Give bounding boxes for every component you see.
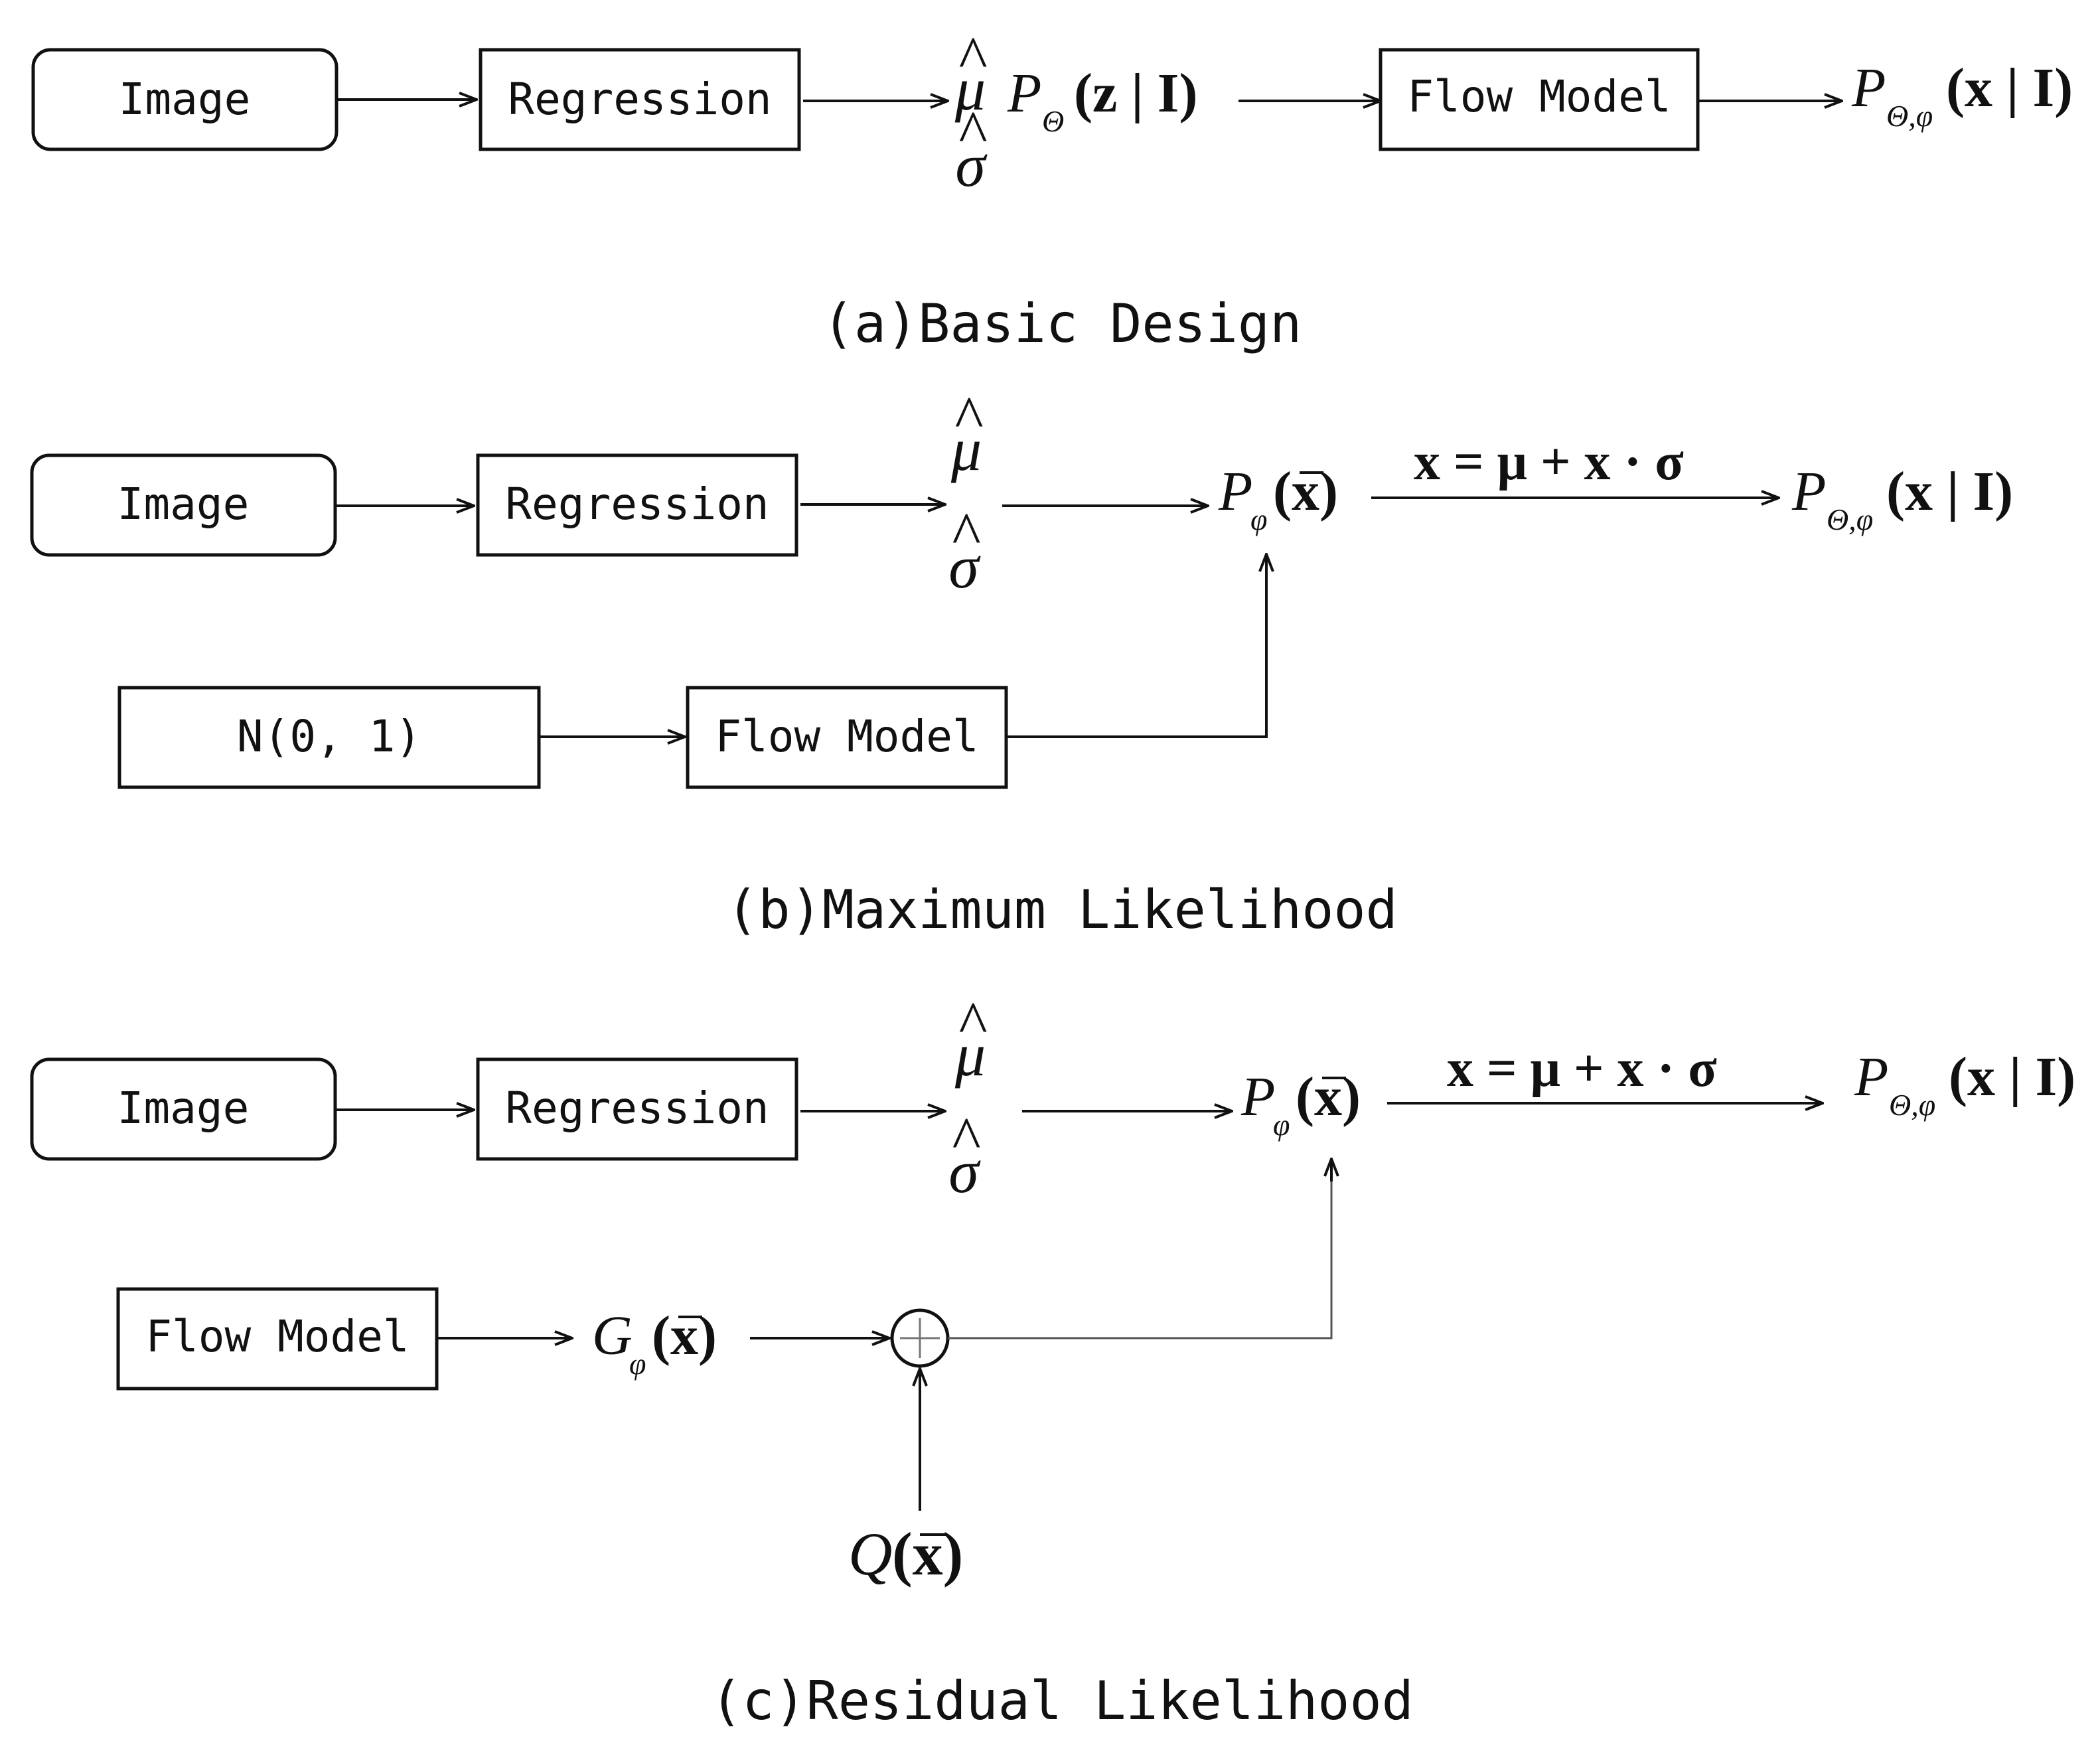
mu-hat-caret: ^ xyxy=(958,989,987,1057)
panel-c-residual-likelihood: Image Regression ^ μ ^ σ P φ (x) x = μ +… xyxy=(30,989,2075,1732)
p-phi-symbol: P xyxy=(1240,1066,1275,1128)
sigma-hat: σ xyxy=(948,533,981,601)
regression-label: Regression xyxy=(505,479,769,530)
mu-hat: μ xyxy=(950,416,982,483)
caption-c: (c)Residual Likelihood xyxy=(710,1670,1414,1732)
regression-box xyxy=(476,1057,798,1161)
mu-hat-caret: ^ xyxy=(954,384,983,451)
mu-hat: μ xyxy=(954,1021,986,1089)
p-theta-phi-symbol: P xyxy=(1791,461,1826,522)
p-theta-symbol: P xyxy=(1007,62,1041,124)
regression-box xyxy=(479,48,801,151)
caption-a: (a)Basic Design xyxy=(822,293,1302,354)
image-label: Image xyxy=(117,479,250,530)
arrow-to-p-phi xyxy=(1006,554,1266,738)
equation: x = μ + x · σ xyxy=(1447,1039,1717,1098)
sum-node xyxy=(890,1308,950,1368)
caption-b: (b)Maximum Likelihood xyxy=(726,879,1397,941)
p-phi-argument: (x) xyxy=(1296,1066,1361,1128)
normal-label: N(0, 1) xyxy=(237,711,421,762)
p-phi-argument: (x) xyxy=(1273,461,1338,522)
sigma-hat-caret: ^ xyxy=(951,500,980,568)
p-phi-subscript: φ xyxy=(1250,502,1267,536)
flow-model-box xyxy=(686,686,1008,789)
line-to-p-phi xyxy=(948,1158,1333,1339)
p-phi-subscript: φ xyxy=(1273,1108,1290,1142)
q-argument: (x) xyxy=(892,1520,963,1588)
image-label: Image xyxy=(117,1083,250,1134)
p-theta-phi-subscript: Θ,φ xyxy=(1889,1088,1935,1122)
sigma-hat-caret: ^ xyxy=(951,1105,980,1172)
mu-hat-caret: ^ xyxy=(958,24,987,92)
image-label: Image xyxy=(119,74,251,125)
mu-hat: μ xyxy=(954,55,986,123)
p-theta-phi-argument: (x | I) xyxy=(1886,461,2013,522)
p-theta-subscript: Θ xyxy=(1042,104,1064,138)
sigma-hat-caret: ^ xyxy=(958,98,987,166)
sigma-hat: σ xyxy=(955,131,988,199)
flow-model-label: Flow Model xyxy=(145,1311,409,1362)
g-phi-subscript: φ xyxy=(629,1347,646,1381)
p-theta-phi-subscript: Θ,φ xyxy=(1886,99,1933,133)
p-theta-phi-argument: (x | I) xyxy=(1946,57,2073,119)
equation: x = μ + x · σ xyxy=(1414,433,1684,491)
g-phi-symbol: G xyxy=(592,1305,633,1367)
p-phi-symbol: P xyxy=(1218,461,1252,522)
p-theta-phi-symbol: P xyxy=(1851,57,1886,119)
flow-model-label: Flow Model xyxy=(1407,71,1671,122)
p-theta-phi-argument: (x | I) xyxy=(1949,1046,2075,1108)
normal-box xyxy=(117,686,541,789)
p-theta-phi-subscript: Θ,φ xyxy=(1827,502,1873,536)
p-theta-phi-symbol: P xyxy=(1854,1046,1888,1108)
regression-label: Regression xyxy=(505,1083,769,1134)
panel-a-basic-design: Image Regression ^ μ ^ σ P Θ (z | I) Flo… xyxy=(31,24,2073,354)
regression-box xyxy=(476,453,798,557)
q-symbol: Q xyxy=(848,1520,892,1588)
sigma-hat: σ xyxy=(948,1138,981,1205)
panel-b-maximum-likelihood: Image Regression ^ μ ^ σ P φ (x) x = μ +… xyxy=(30,384,2013,941)
regression-label: Regression xyxy=(508,74,771,125)
p-theta-argument: (z | I) xyxy=(1074,62,1197,124)
flow-model-label: Flow Model xyxy=(715,711,978,762)
g-phi-argument: (x) xyxy=(652,1305,717,1367)
